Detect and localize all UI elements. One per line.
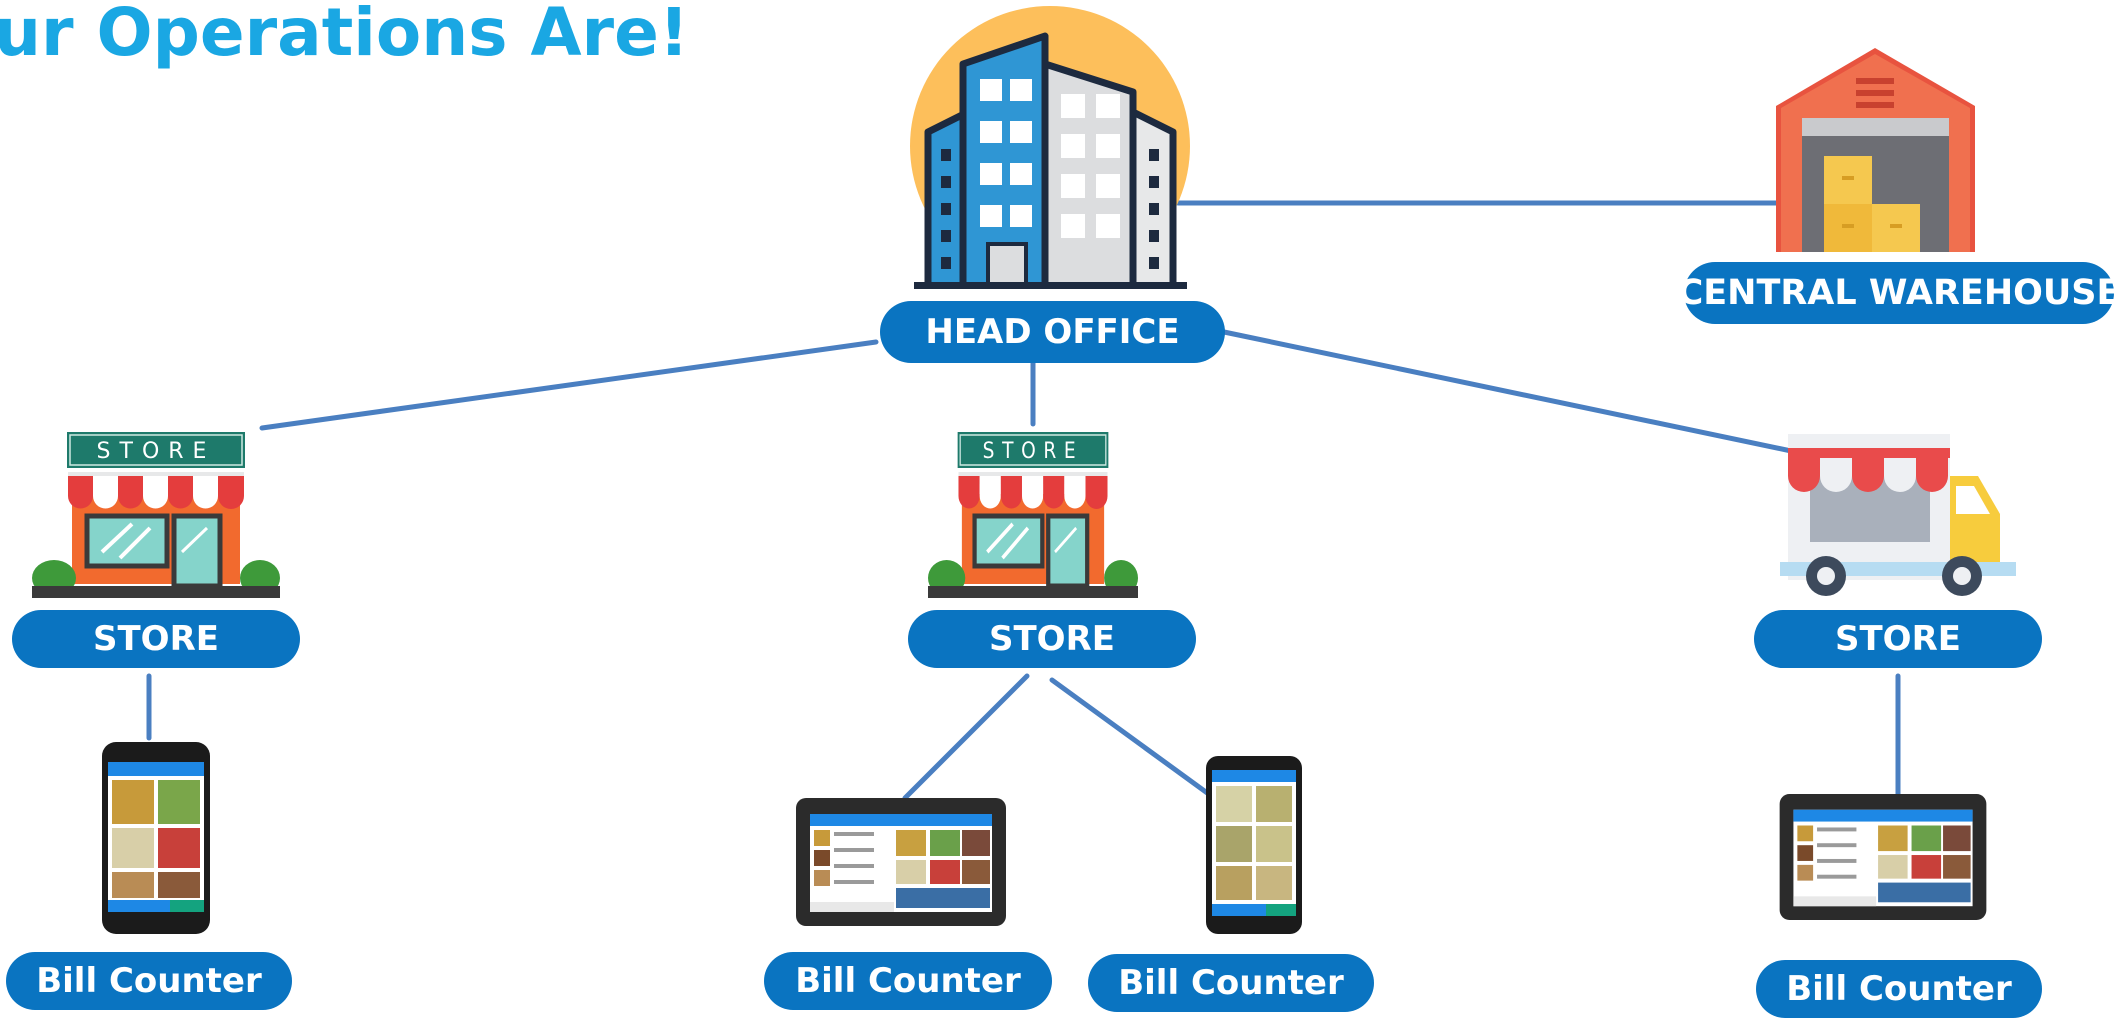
central-warehouse-label: CENTRAL WAREHOUSE: [1678, 262, 2119, 324]
store-front-icon: STORE: [32, 432, 280, 598]
line-store-center-to-phone: [1049, 677, 1213, 798]
tablet-pos-icon: [796, 798, 1006, 926]
page-title: ur Operations Are!: [0, 0, 689, 71]
store-left-label: STORE: [12, 610, 300, 668]
store-sign-text: STORE: [97, 439, 216, 464]
store-center-label: STORE: [908, 610, 1196, 668]
mobile-phone-pos-icon: [1206, 756, 1302, 934]
bill-counter-center-phone-label: Bill Counter: [1088, 954, 1374, 1012]
store-front-icon: STORE: [928, 432, 1138, 598]
tablet-pos-icon: [1779, 794, 1987, 920]
line-head-office-to-store-right: [1221, 329, 1799, 455]
store-right-label: STORE: [1754, 610, 2042, 668]
store-sign-text: STORE: [983, 437, 1084, 463]
delivery-truck-store-icon: [1780, 434, 2016, 596]
mobile-phone-pos-icon: [102, 742, 210, 934]
bill-counter-center-tablet-label: Bill Counter: [764, 952, 1052, 1010]
bill-counter-right-label: Bill Counter: [1756, 960, 2042, 1018]
warehouse-icon: [1776, 48, 1975, 252]
line-store-center-to-tablet: [902, 673, 1030, 801]
head-office-label: HEAD OFFICE: [880, 301, 1225, 363]
office-building-icon: [908, 6, 1193, 289]
bill-counter-left-label: Bill Counter: [6, 952, 292, 1010]
line-head-office-to-store-left: [259, 339, 879, 431]
